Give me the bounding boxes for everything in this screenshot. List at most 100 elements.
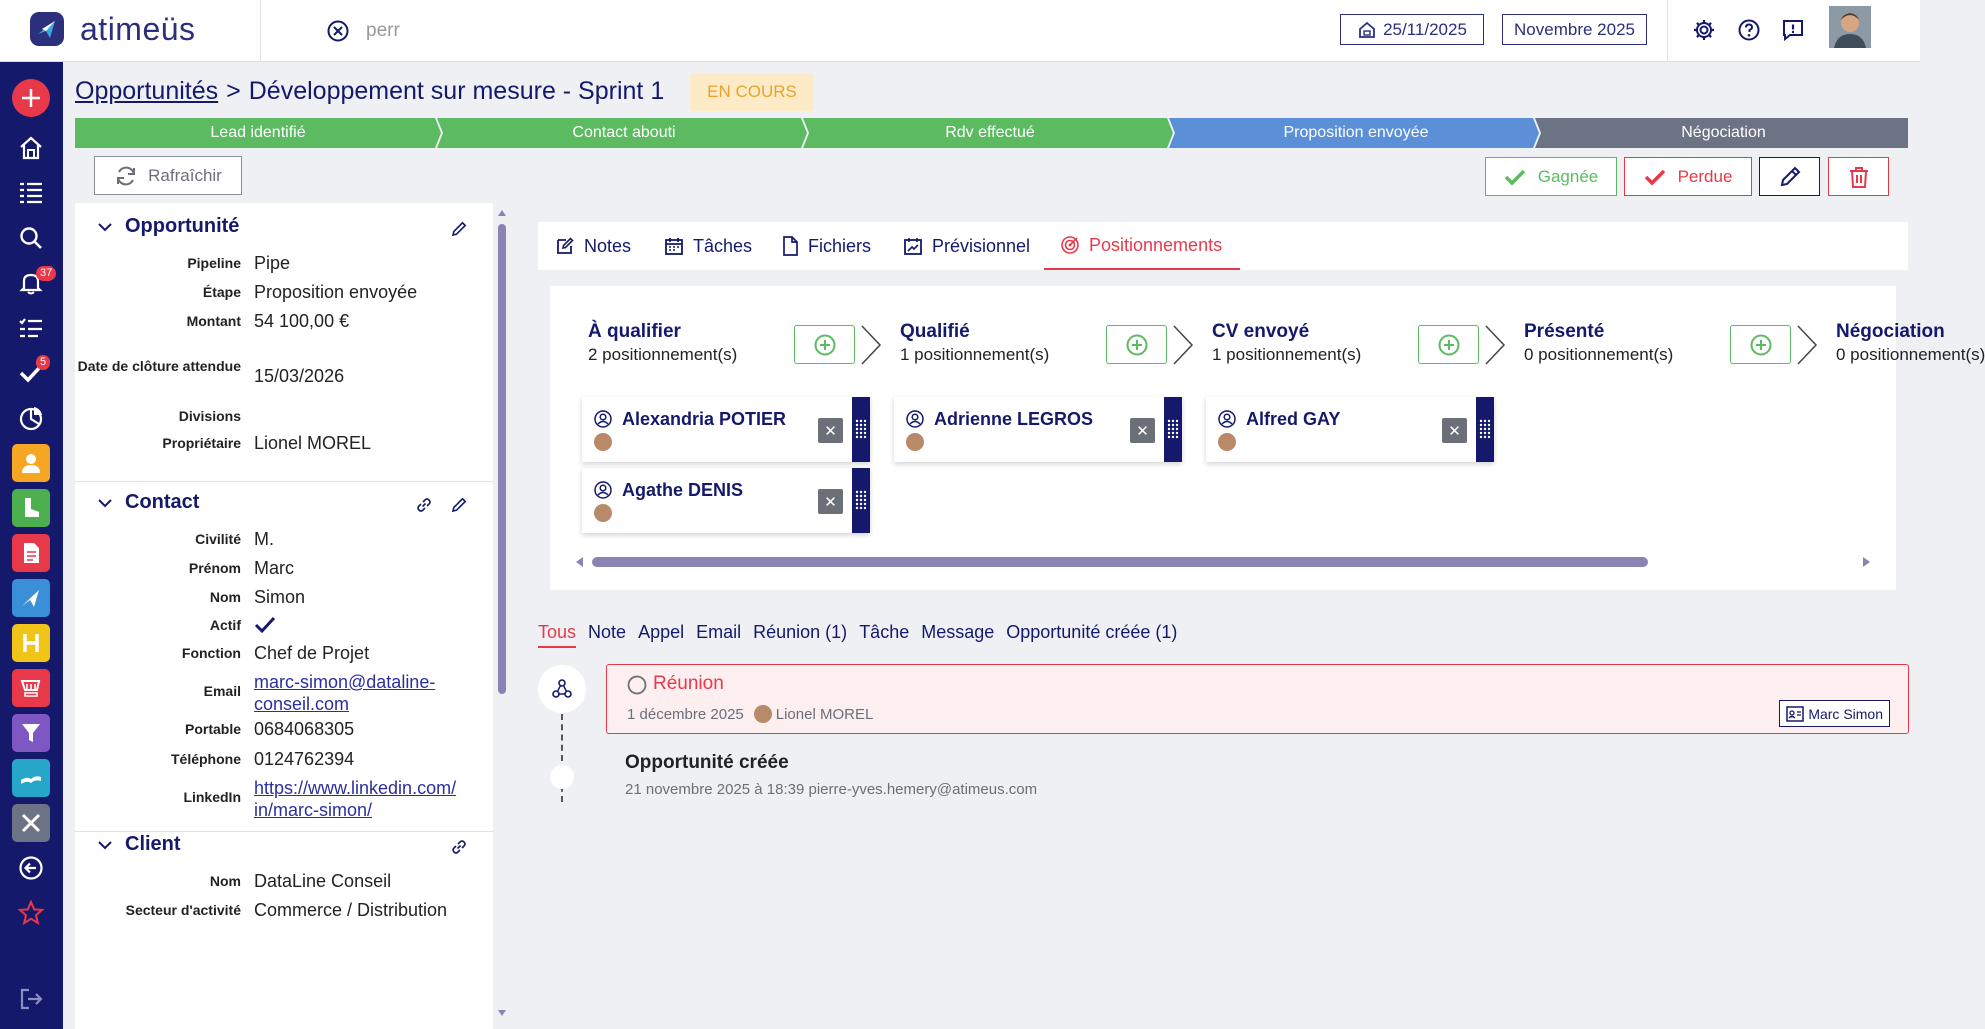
sidebar-item-filter[interactable] (12, 714, 50, 752)
drag-handle[interactable] (852, 397, 870, 462)
scroll-right-icon[interactable] (1862, 556, 1872, 568)
won-button[interactable]: Gagnée (1485, 157, 1617, 196)
filter-meeting[interactable]: Réunion (1) (753, 622, 848, 642)
tab-positions[interactable]: Positionnements (1044, 222, 1241, 270)
filter-opportunity-created[interactable]: Opportunité créée (1) (1006, 622, 1178, 642)
tab-tasks[interactable]: Tâches (664, 222, 752, 270)
chevron-down-icon (98, 498, 112, 507)
event-contact-tag[interactable]: Marc Simon (1779, 700, 1890, 727)
sidebar-item-list[interactable] (12, 174, 50, 212)
cart-icon (20, 680, 41, 697)
position-card[interactable]: Adrienne LEGROS ✕ (894, 397, 1182, 462)
sidebar-item-send[interactable] (12, 579, 50, 617)
edit-opportunity-pencil-icon[interactable] (450, 220, 468, 238)
filter-task[interactable]: Tâche (859, 622, 910, 642)
email-link[interactable]: marc-simon@dataline- conseil.com (254, 671, 435, 715)
function-value: Chef de Projet (254, 643, 370, 663)
stage-negotiation[interactable]: Négociation (1681, 124, 1766, 141)
delete-button[interactable] (1828, 157, 1889, 196)
edit-button[interactable] (1759, 157, 1820, 196)
home-icon (20, 136, 42, 160)
date-picker[interactable]: 25/11/2025 (1340, 14, 1484, 45)
filter-all[interactable]: Tous (538, 622, 577, 648)
edit-contact-pencil-icon[interactable] (450, 496, 468, 514)
tab-forecast[interactable]: Prévisionnel (903, 222, 1030, 270)
remove-position-button[interactable]: ✕ (818, 489, 843, 514)
column-count: 0 positionnement(s) (1524, 345, 1674, 364)
contact-section-toggle[interactable]: Contact (97, 491, 199, 514)
drag-handle[interactable] (1164, 397, 1182, 462)
details-scrollbar[interactable] (497, 208, 507, 1018)
breadcrumb-link[interactable]: Opportunités (75, 77, 219, 105)
sidebar-item-contacts[interactable] (12, 444, 50, 482)
add-position-button[interactable] (794, 325, 855, 364)
sidebar-item-checklist[interactable] (12, 309, 50, 347)
sidebar-item-boots[interactable] (12, 489, 50, 527)
breadcrumb-separator: > (226, 77, 241, 105)
refresh-button[interactable]: Rafraîchir (94, 156, 242, 195)
status-circle-icon[interactable] (627, 675, 647, 695)
sidebar-item-tools[interactable] (12, 804, 50, 842)
sidebar-item-notifications[interactable] (12, 264, 50, 302)
tab-notes[interactable]: Notes (555, 222, 631, 270)
client-section-toggle[interactable]: Client (97, 833, 181, 856)
opportunity-section-toggle[interactable]: Opportunité (97, 215, 239, 238)
position-card[interactable]: Alfred GAY ✕ (1206, 397, 1494, 462)
drag-handle[interactable] (1476, 397, 1494, 462)
contact-link-icon[interactable] (415, 496, 433, 514)
stage-contact[interactable]: Contact abouti (572, 124, 676, 141)
period-picker[interactable]: Novembre 2025 (1502, 14, 1647, 45)
sidebar-item-home[interactable] (12, 129, 50, 167)
stage-proposal[interactable]: Proposition envoyée (1283, 124, 1429, 141)
lost-button[interactable]: Perdue (1624, 157, 1752, 196)
sidebar-item-dashboard[interactable] (12, 399, 50, 437)
clear-search-icon[interactable] (326, 19, 350, 43)
remove-position-button[interactable]: ✕ (1130, 418, 1155, 443)
sidebar-item-search[interactable] (12, 219, 50, 257)
add-position-button[interactable] (1730, 325, 1791, 364)
tools-icon (21, 813, 41, 833)
position-card[interactable]: Alexandria POTIER ✕ (582, 397, 870, 462)
position-card[interactable]: Agathe DENIS ✕ (582, 468, 870, 533)
candidate-name: Alfred GAY (1246, 409, 1341, 429)
tab-files[interactable]: Fichiers (781, 222, 871, 270)
settings-gear-icon[interactable] (1692, 18, 1716, 42)
sidebar-item-documents[interactable] (12, 534, 50, 572)
user-avatar[interactable] (1829, 6, 1871, 48)
scroll-left-icon[interactable] (574, 556, 584, 568)
sidebar-item-create[interactable] (12, 79, 50, 117)
linkedin-link[interactable]: https://www.linkedin.com/ in/marc-simon/ (254, 777, 456, 821)
sidebar-item-deals[interactable] (12, 759, 50, 797)
sidebar-item-shop[interactable] (12, 669, 50, 707)
filter-call[interactable]: Appel (638, 622, 685, 642)
search-input[interactable] (366, 16, 766, 46)
brand-logo[interactable]: atimeüs (28, 10, 196, 48)
remove-position-button[interactable]: ✕ (1442, 418, 1467, 443)
brand-name: atimeüs (80, 10, 196, 47)
add-position-button[interactable] (1418, 325, 1479, 364)
add-position-button[interactable] (1106, 325, 1167, 364)
meeting-event[interactable]: Réunion 1 décembre 2025 Lionel MOREL Mar… (606, 664, 1909, 734)
help-icon[interactable] (1737, 18, 1761, 42)
sidebar-item-favorites[interactable] (12, 894, 50, 932)
kanban-scrollbar[interactable] (592, 557, 1648, 567)
filter-email[interactable]: Email (696, 622, 742, 642)
filter-note[interactable]: Note (588, 622, 627, 642)
drag-handle[interactable] (852, 468, 870, 533)
remove-position-button[interactable]: ✕ (818, 418, 843, 443)
column-title: CV envoyé (1212, 321, 1310, 342)
filter-message[interactable]: Message (921, 622, 995, 642)
person-circle-icon (594, 481, 612, 499)
feedback-icon[interactable] (1781, 18, 1805, 42)
last-name-label: Nom (209, 589, 241, 605)
stage-lead[interactable]: Lead identifié (210, 124, 306, 141)
column-title: Qualifié (900, 321, 970, 342)
sidebar-item-logout[interactable] (12, 980, 50, 1018)
sidebar-item-tasks[interactable] (12, 354, 50, 392)
sidebar-item-back[interactable] (12, 849, 50, 887)
linkedin-line-1: https://www.linkedin.com/ (254, 778, 457, 798)
sidebar-item-hours[interactable] (12, 624, 50, 662)
client-link-icon[interactable] (450, 838, 468, 856)
contact-card-icon (1786, 705, 1805, 722)
stage-meeting[interactable]: Rdv effectué (945, 124, 1035, 141)
